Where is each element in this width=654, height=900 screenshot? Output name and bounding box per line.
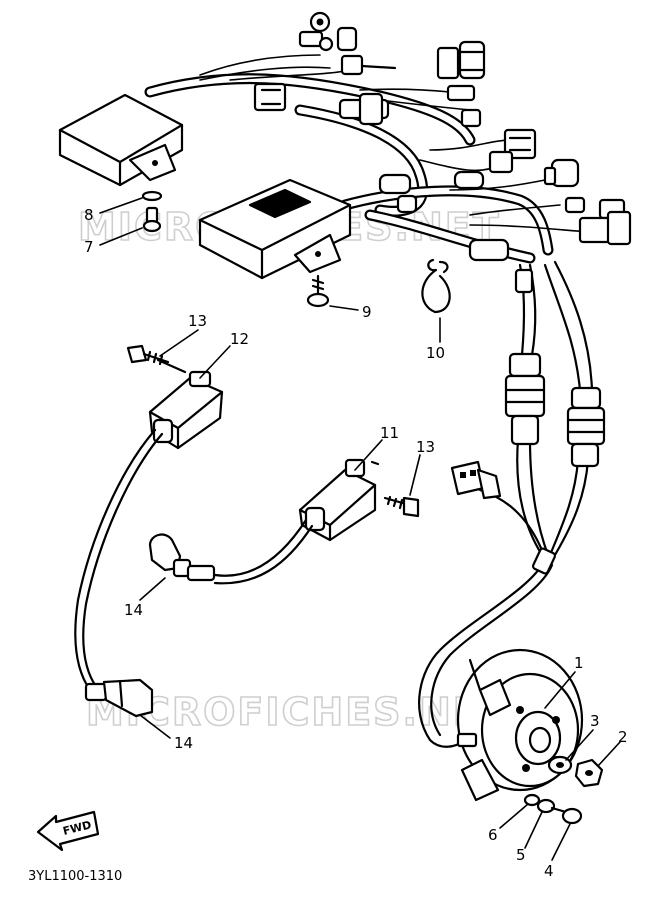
- callout-1: 1: [574, 654, 584, 672]
- washer-3: [547, 755, 573, 775]
- stator-assembly-1: [456, 648, 584, 802]
- forward-arrow: FWD: [36, 810, 100, 852]
- callout-6: 6: [488, 826, 498, 844]
- screw-7: [142, 206, 162, 233]
- coupler-small: [450, 460, 502, 500]
- ht-lead-left: [74, 428, 157, 692]
- ht-lead-right: [213, 518, 308, 577]
- nut-2: [574, 758, 604, 788]
- bolt-13-right: [383, 495, 420, 518]
- top-connectors: [253, 11, 632, 294]
- callout-2: 2: [618, 728, 628, 746]
- callout-12: 12: [230, 330, 249, 348]
- bolt-9: [306, 274, 330, 308]
- callout-11: 11: [380, 424, 399, 442]
- callout-5: 5: [516, 846, 526, 864]
- callout-13-right: 13: [416, 438, 435, 456]
- clip-10: [421, 258, 451, 314]
- plug-cap-14-lower: [84, 678, 154, 718]
- screw-4: [550, 806, 583, 825]
- callout-13-left: 13: [188, 312, 207, 330]
- bolt-13-left: [126, 344, 170, 366]
- callout-7: 7: [84, 238, 94, 256]
- plug-cap-14-upper: [148, 533, 216, 582]
- coupler-right-mid: [566, 386, 606, 468]
- callout-10: 10: [426, 344, 445, 362]
- callout-4: 4: [544, 862, 554, 880]
- wire-harness: [144, 54, 594, 748]
- figure-code: 3YL1100-1310: [28, 869, 122, 884]
- lock-washer-5: [536, 798, 556, 814]
- callout-3: 3: [590, 712, 600, 730]
- cdi-unit-middle: [198, 178, 352, 280]
- coupler-left-mid: [504, 352, 546, 446]
- washer-6: [523, 793, 541, 807]
- cdi-unit-upper: [58, 93, 184, 187]
- callout-8: 8: [84, 206, 94, 224]
- callout-9: 9: [362, 303, 372, 321]
- harness-clamp: [531, 547, 557, 575]
- washer-8: [141, 190, 163, 202]
- callout-14-lower: 14: [174, 734, 193, 752]
- leader-lines: [99, 197, 621, 861]
- callout-14-upper: 14: [124, 601, 143, 619]
